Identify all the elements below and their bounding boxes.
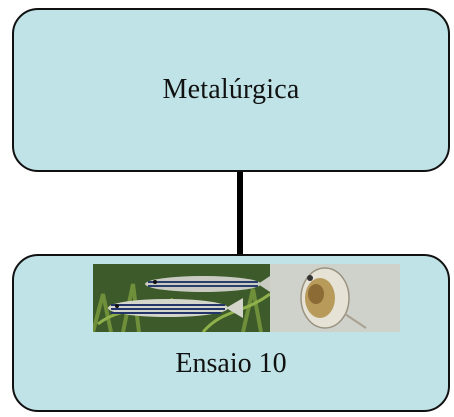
connector-line (237, 172, 243, 254)
top-node-label: Metalúrgica (162, 74, 300, 105)
bottom-node-label: Ensaio 10 (175, 348, 287, 379)
photo-strip (93, 264, 400, 332)
top-node: Metalúrgica (12, 8, 450, 172)
daphnia-photo (270, 264, 400, 332)
zebrafish-photo (93, 264, 270, 332)
bottom-node: Ensaio 10 (12, 254, 450, 412)
